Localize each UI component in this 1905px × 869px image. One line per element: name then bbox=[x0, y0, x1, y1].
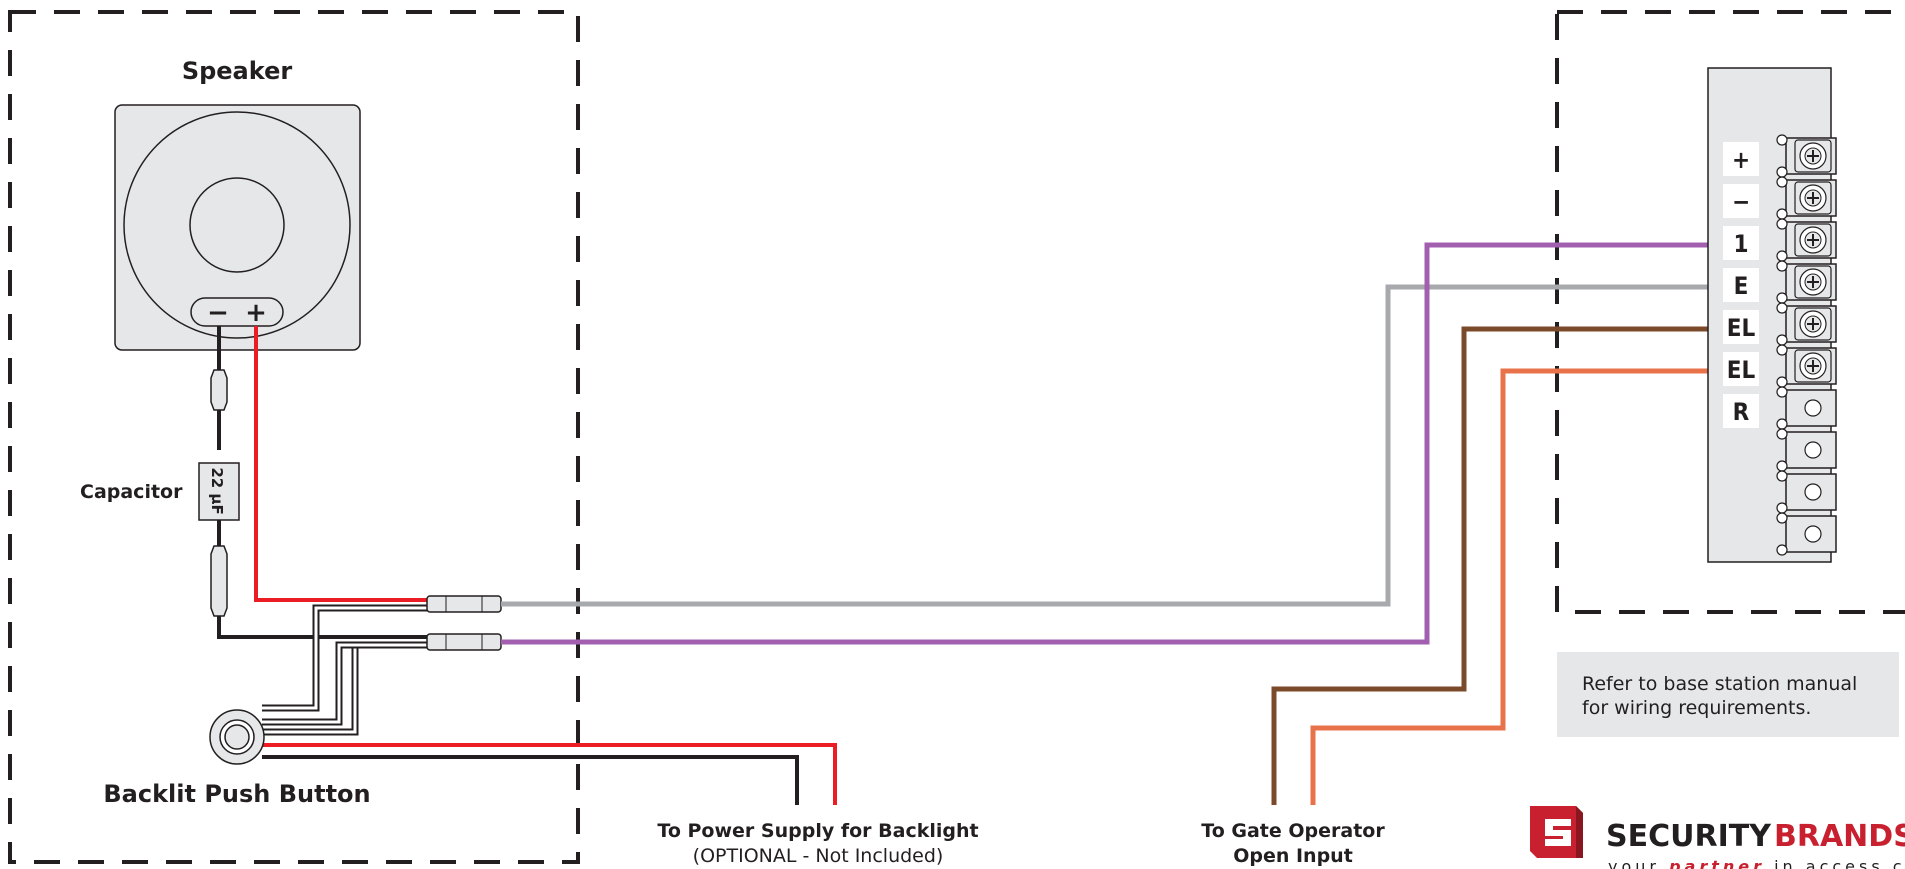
connector-lower bbox=[210, 545, 228, 617]
brand-name-security: SECURITY bbox=[1606, 819, 1772, 854]
capacitor-value: 22 μF bbox=[208, 467, 226, 514]
note-box bbox=[1557, 652, 1899, 737]
speaker-plus-label: + bbox=[245, 298, 267, 328]
gate-operator-sublabel: Open Input bbox=[1233, 845, 1353, 867]
terminal-label-R: R bbox=[1733, 398, 1750, 426]
terminal-empty-hole bbox=[1804, 441, 1822, 459]
push-button-label: Backlit Push Button bbox=[103, 780, 370, 808]
push-button-center bbox=[224, 724, 250, 750]
speaker-cone-inner bbox=[189, 177, 285, 273]
note-line-2: for wiring requirements. bbox=[1582, 697, 1811, 719]
brand-name-brands: BRANDS bbox=[1774, 819, 1905, 854]
terminal-empty-hole bbox=[1804, 399, 1822, 417]
terminal-empty-hole bbox=[1804, 525, 1822, 543]
base-station-boundary bbox=[1555, 10, 1905, 614]
gray-wire-to-E bbox=[501, 284, 1725, 607]
terminal-label-1: 1 bbox=[1733, 230, 1748, 258]
orange-wire-to-EL bbox=[1310, 368, 1725, 805]
backlight-red-wire bbox=[262, 743, 837, 805]
terminal-screws bbox=[1776, 134, 1837, 556]
brown-wire-to-EL bbox=[1271, 326, 1725, 805]
splice-upper bbox=[426, 595, 502, 613]
terminal-label-EL1: EL bbox=[1727, 314, 1756, 342]
speaker-title: Speaker bbox=[182, 57, 293, 85]
note-line-1: Refer to base station manual bbox=[1582, 673, 1857, 695]
terminal-labels: + − 1 E EL EL R bbox=[1723, 142, 1759, 428]
backlight-black-wire bbox=[262, 755, 799, 805]
power-supply-sublabel: (OPTIONAL - Not Included) bbox=[693, 845, 944, 867]
splice-lower bbox=[426, 633, 502, 651]
capacitor-label: Capacitor bbox=[80, 481, 183, 503]
connector-upper bbox=[210, 369, 228, 411]
terminal-label-EL2: EL bbox=[1727, 356, 1756, 384]
security-brands-logo: SECURITY BRANDS your partner in access c… bbox=[1530, 806, 1905, 869]
terminal-label-plus: + bbox=[1732, 146, 1750, 174]
terminal-empty-hole bbox=[1804, 483, 1822, 501]
brand-tagline: your partner in access co bbox=[1608, 857, 1905, 869]
terminal-slot bbox=[1785, 431, 1837, 469]
speaker-terminal-pill bbox=[190, 297, 284, 327]
speaker-minus-label: − bbox=[207, 298, 229, 328]
terminal-label-E: E bbox=[1734, 272, 1749, 300]
speaker-positive-wire bbox=[254, 326, 430, 602]
speaker-negative-wire bbox=[217, 326, 430, 639]
intercom-boundary bbox=[8, 10, 580, 864]
gate-operator-label: To Gate Operator bbox=[1201, 820, 1385, 842]
terminal-label-minus: − bbox=[1732, 188, 1750, 216]
purple-wire-to-1 bbox=[501, 242, 1725, 645]
terminal-slot bbox=[1785, 473, 1837, 511]
capacitor bbox=[198, 462, 240, 521]
power-supply-label: To Power Supply for Backlight bbox=[657, 820, 978, 842]
